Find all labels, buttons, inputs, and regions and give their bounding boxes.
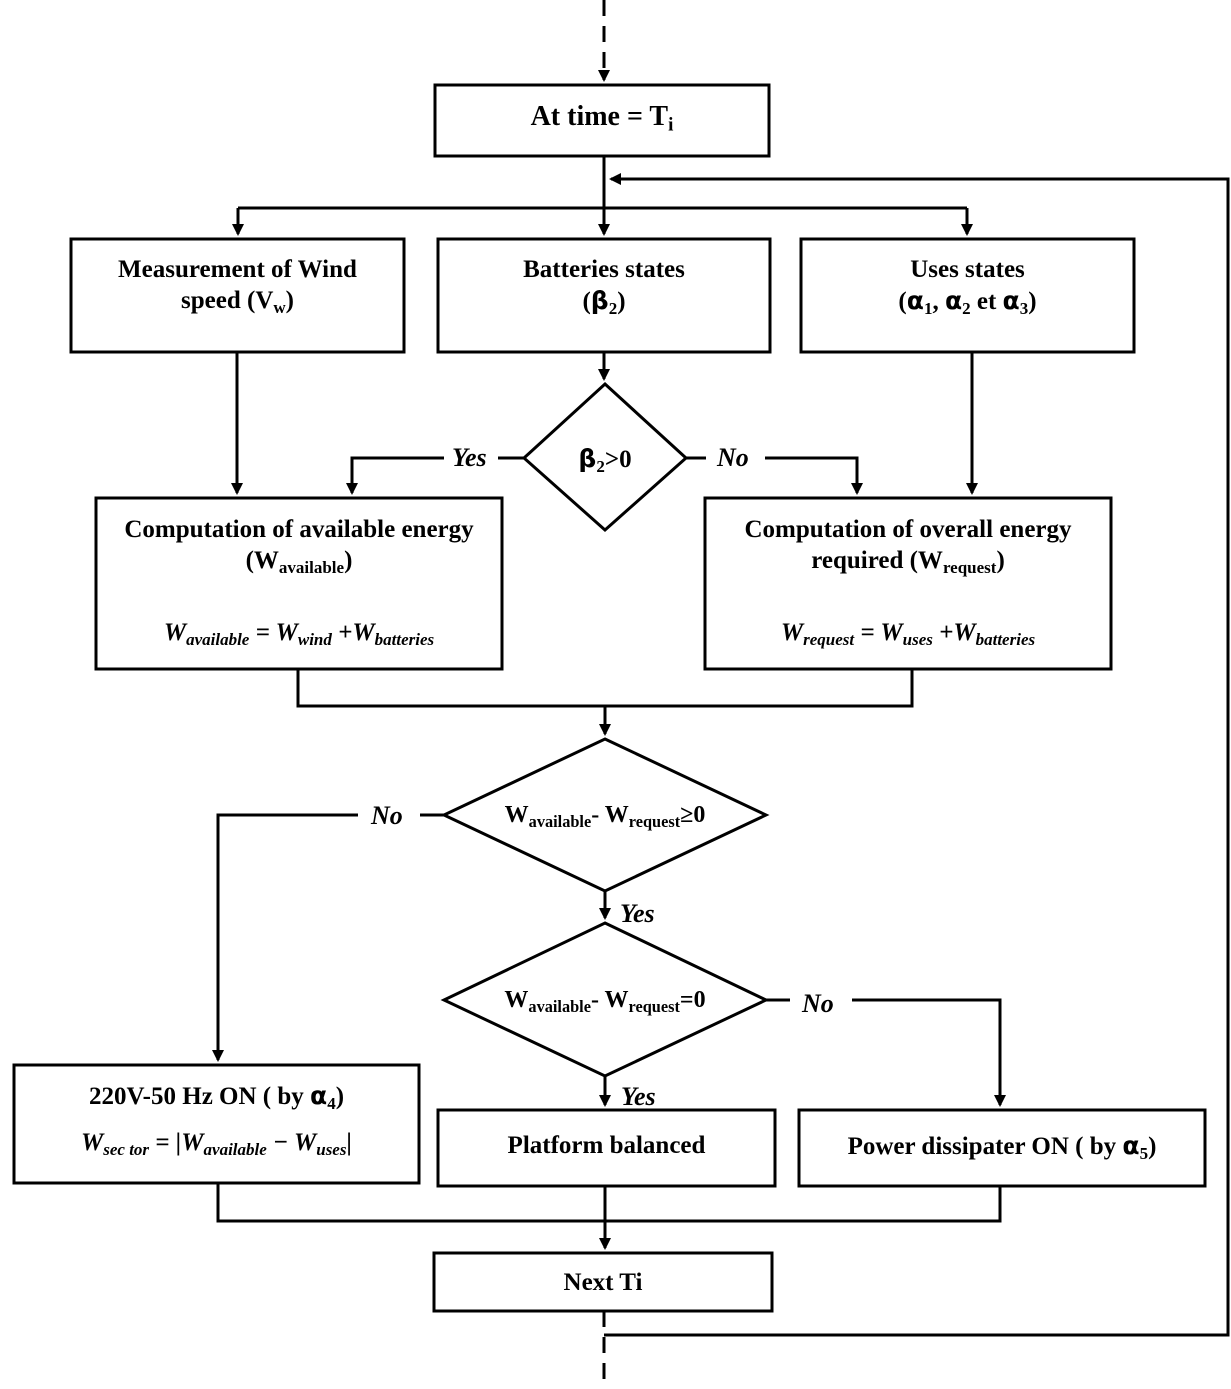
available-label: Computation of available energy (Wavaila…: [96, 514, 502, 579]
dissipater-label: Power dissipater ON ( by α5): [847, 1131, 1157, 1164]
start-label: At time = Ti: [435, 99, 769, 138]
diamond-beta: [521, 381, 689, 533]
box-request: [703, 496, 1113, 671]
balanced-label: Platform balanced: [507, 1132, 706, 1159]
batteries-line1: Batteries states: [523, 256, 685, 283]
no-label-eq: No: [802, 989, 834, 1018]
yes-label-eq: Yes: [621, 1082, 656, 1111]
wind-line2: speed (Vw): [181, 287, 294, 318]
no-label-beta: No: [717, 443, 749, 472]
wind-label: Measurement of Wind speed (Vw): [71, 254, 404, 319]
uses-line2: (α1, α2 et α3): [898, 286, 1037, 319]
uses-line1: Uses states: [910, 256, 1025, 283]
start-text: At time = T: [530, 101, 669, 132]
wind-line1: Measurement of Wind: [118, 256, 357, 283]
start-sub: i: [668, 114, 674, 136]
no-label-ge: No: [371, 801, 403, 830]
request-label: Computation of overall energy required (…: [705, 514, 1111, 579]
decision-ge-label: Wavailable- Wrequest≥0: [504, 802, 706, 831]
available-line1: Computation of available energy: [124, 516, 474, 543]
request-line2: required (Wrequest): [811, 547, 1005, 578]
request-line1: Computation of overall energy: [744, 516, 1072, 543]
request-equation: Wrequest = Wuses +Wbatteries: [780, 619, 1036, 650]
batteries-line2: (β2): [582, 286, 626, 319]
grid-equation: Wsec tor = |Wavailable − Wuses|: [81, 1129, 352, 1160]
next-label: Next Ti: [563, 1269, 643, 1296]
yes-label-ge: Yes: [620, 899, 655, 928]
yes-label-beta: Yes: [452, 443, 487, 472]
available-line2: (Wavailable): [245, 547, 353, 578]
box-start: [433, 83, 771, 158]
box-uses: [799, 237, 1136, 354]
box-dissipater: [797, 1108, 1207, 1188]
batteries-label: Batteries states (β2): [438, 254, 770, 320]
decision-eq-label: Wavailable- Wrequest=0: [504, 987, 706, 1016]
decision-beta-label: β2>0: [578, 444, 632, 477]
available-equation: Wavailable = Wwind +Wbatteries: [163, 619, 435, 650]
uses-label: Uses states (α1, α2 et α3): [801, 254, 1134, 320]
grid-label: 220V-50 Hz ON ( by α4): [88, 1081, 345, 1114]
